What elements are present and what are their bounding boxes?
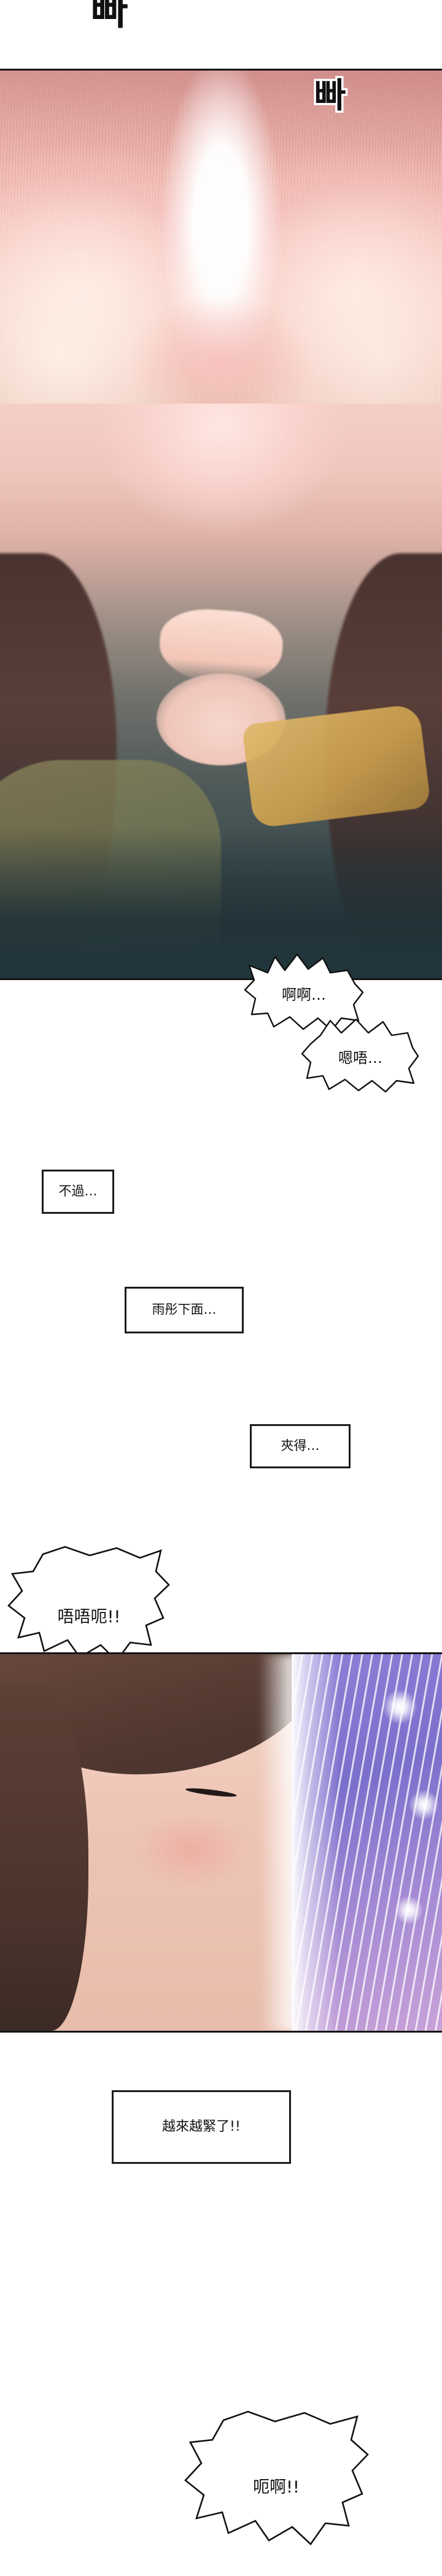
- narration-box-yutong-below-text: 雨彤下面…: [152, 1302, 217, 1317]
- hair-side-shape: [0, 1684, 88, 2031]
- bubble-mm-wu-shape: [301, 1018, 419, 1093]
- panel-2-shadow: [0, 829, 442, 978]
- cheek-blush: [133, 1812, 249, 1886]
- bubble-ah-ah-shape: [244, 953, 364, 1032]
- bubble-wu-wu-eh: 唔唔呃!!: [7, 1546, 170, 1667]
- pillow-shape: [241, 703, 432, 829]
- narration-box-yutong-below: 雨彤下面…: [125, 1287, 244, 1333]
- sfx-top-partial: 빠: [91, 0, 129, 31]
- closed-eye-shape: [185, 1786, 238, 1799]
- bubble-wu-wu-eh-shape: [7, 1546, 170, 1662]
- bubble-eh-ah-shape: [184, 2410, 369, 2545]
- panel-3: [0, 1652, 442, 2033]
- narration-box-clamped: 夾得…: [250, 1424, 351, 1468]
- bubble-mm-wu: 嗯唔…: [301, 1018, 419, 1093]
- narration-box-tighter: 越來越緊了!!: [112, 2090, 291, 2164]
- panel-1-artwork: [0, 71, 442, 404]
- panel-3-artwork: [0, 1654, 442, 2031]
- sfx-top-partial-text: 빠: [91, 0, 129, 34]
- panel-1: 빠: [0, 69, 442, 404]
- narration-box-clamped-text: 夾得…: [281, 1438, 320, 1454]
- panel-2-artwork: [0, 404, 442, 978]
- lightning-effect: [292, 1654, 442, 2031]
- panel-2: [0, 404, 442, 980]
- narration-box-but-text: 不過…: [58, 1184, 98, 1199]
- bubble-eh-ah: 呃啊!!: [184, 2410, 369, 2551]
- sfx-panel-1: 빠: [312, 76, 348, 116]
- narration-box-but: 不過…: [42, 1170, 114, 1214]
- narration-box-tighter-text: 越來越緊了!!: [162, 2118, 241, 2134]
- sfx-panel-1-text: 빠: [312, 76, 348, 116]
- glow-edge: [259, 1654, 297, 2031]
